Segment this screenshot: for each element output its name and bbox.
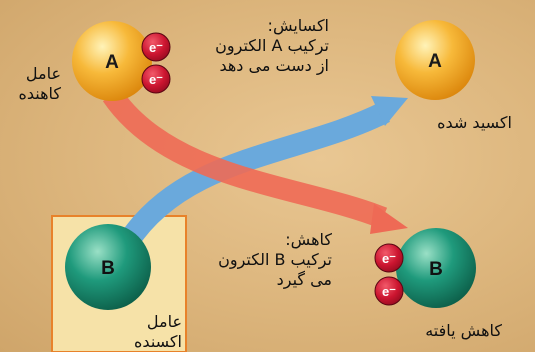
electron-symbol: e⁻ [149,72,163,87]
reducing-agent-label: عامل کاهنده [18,64,61,103]
oxidized-atom [395,20,475,100]
blue-arrow-head [371,96,408,126]
oxidizing-agent-atom [65,224,151,310]
reduced-label: کاهش یافته [425,321,502,340]
oxidized-label: اکسید شده [437,113,512,132]
reduced-atom [396,228,476,308]
atom-a-letter: A [105,52,119,73]
oxidizing-agent-label: عامل اکسنده [134,312,182,351]
electron-symbol: e⁻ [149,40,163,55]
atom-b-letter: B [429,259,443,280]
electron-icon [374,243,404,273]
electron-icon [141,64,171,94]
red-arrow-body [102,88,388,229]
reducing-agent-atom [72,21,152,101]
atom-a-letter: A [428,51,442,72]
atom-b-letter: B [101,258,115,279]
blue-arrow-body [118,102,390,249]
electron-icon [374,276,404,306]
red-arrow-head [370,204,408,234]
electron-icon [141,32,171,62]
electron-symbol: e⁻ [382,284,396,299]
oxidation-label: اکسایش: ترکیب A الکترون از دست می دهد [215,16,329,75]
reduction-label: کاهش: ترکیب B الکترون می گیرد [218,230,332,289]
electron-symbol: e⁻ [382,251,396,266]
